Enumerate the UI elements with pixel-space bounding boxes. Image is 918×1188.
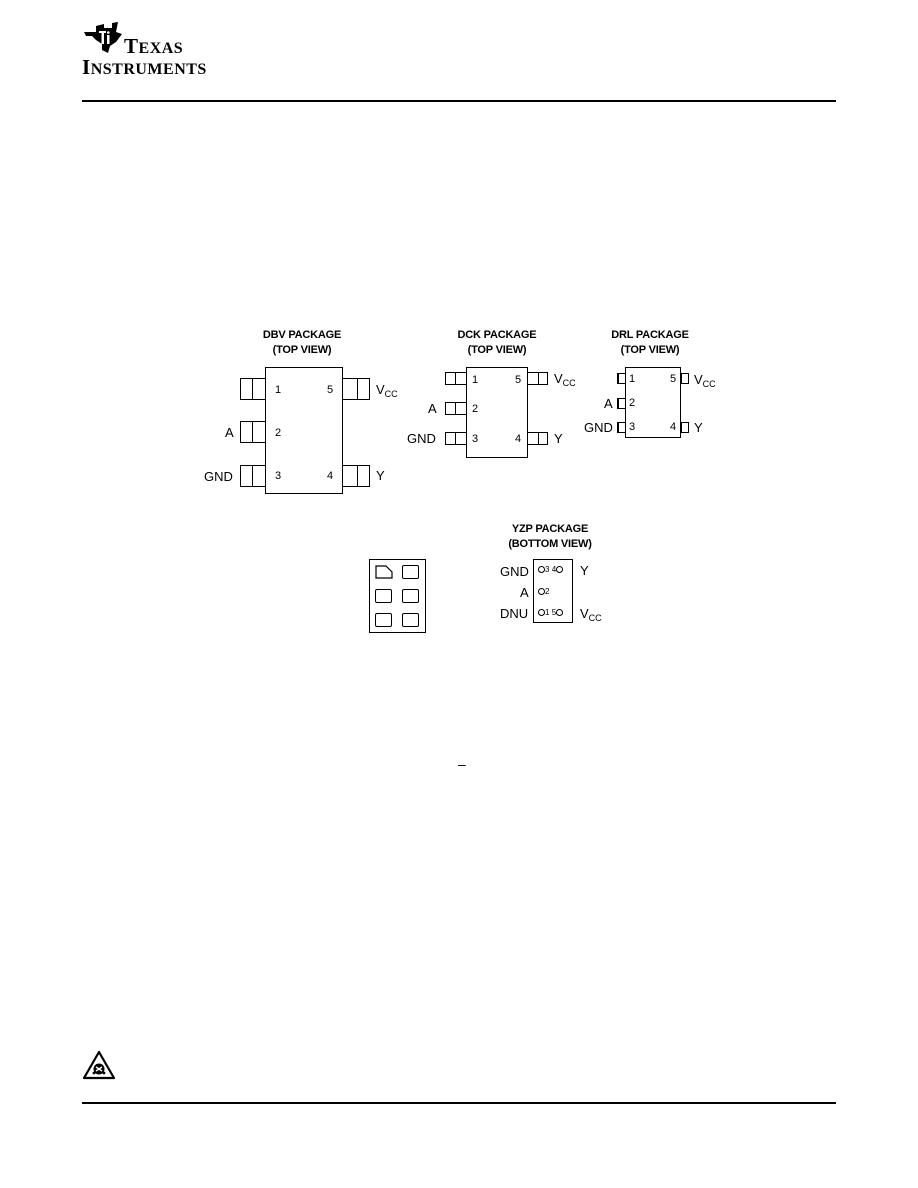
dck-signal-a: A [428,401,437,416]
yzp-ball-a1-chamfered [375,565,393,579]
drl-signal-y: Y [694,420,703,435]
dbv-pin-4: 4 [327,470,334,482]
dbv-pin-3: 3 [275,470,282,482]
yzp-ball-c2 [402,613,419,627]
dbv-lead-1 [240,378,266,400]
drl-pin-1: 1 [629,373,636,385]
yzp-balls-row-bottom: 1 5 [538,608,564,617]
drl-pin-2: 2 [629,397,636,409]
dbv-signal-a: A [225,425,234,440]
dck-pin-3: 3 [472,433,479,445]
dck-lead-3 [445,432,467,445]
dck-signal-vcc: VCC [554,371,576,389]
drl-pin-5: 5 [670,373,677,385]
drl-lead-3 [617,422,626,433]
dbv-pin-2: 2 [275,427,282,439]
ti-logo: TEXAS INSTRUMENTS [82,22,252,82]
dck-lead-2 [445,402,467,415]
drl-lead-5 [680,373,689,384]
dbv-lead-4 [342,465,370,487]
drl-lead-2 [617,398,626,409]
dck-pin-1: 1 [472,374,479,386]
dck-pin-2: 2 [472,403,479,415]
dck-lead-5 [527,372,548,385]
yzp-signal-y: Y [580,563,589,578]
dbv-body [265,367,343,494]
dbv-lead-3 [240,465,266,487]
yzp-grid-body [369,559,426,633]
drl-lead-4 [680,422,689,433]
overbar-mark: – [458,756,466,772]
dbv-pin-5: 5 [327,384,334,396]
yzp-balls-row-mid: 2 [538,587,549,596]
dck-lead-4 [527,432,548,445]
yzp-ball-b1 [375,589,392,603]
dck-pin-5: 5 [515,374,522,386]
yzp-ball-c1 [375,613,392,627]
dck-pin-4: 4 [515,433,522,445]
yzp-signal-gnd: GND [500,564,529,579]
header-rule [82,100,836,102]
yzp-ball-b2 [402,589,419,603]
dbv-signal-gnd: GND [204,469,233,484]
brand-instruments: INSTRUMENTS [82,55,207,79]
dbv-signal-vcc: VCC [376,382,398,400]
esd-warning-icon [82,1050,116,1080]
drl-pin-4: 4 [670,421,677,433]
dbv-title: DBV PACKAGE(TOP VIEW) [262,329,342,356]
drl-lead-1 [617,373,626,384]
dck-title: DCK PACKAGE(TOP VIEW) [457,329,537,356]
drl-body [625,367,681,438]
brand-texas: TEXAS [124,34,184,58]
yzp-balls-row-top: 3 4 [538,565,564,574]
ti-state-logo-icon [84,22,122,53]
yzp-ball-a2 [402,565,419,579]
drl-pin-3: 3 [629,421,636,433]
yzp-signal-vcc: VCC [580,606,602,624]
dck-signal-y: Y [554,431,563,446]
dbv-lead-2 [240,421,266,443]
yzp-signal-dnu: DNU [500,606,529,621]
yzp-signal-a: A [520,585,529,600]
drl-title: DRL PACKAGE(TOP VIEW) [611,329,689,356]
dbv-lead-5 [342,378,370,400]
drl-signal-gnd: GND [584,420,613,435]
dbv-signal-y: Y [376,468,385,483]
yzp-title: YZP PACKAGE(BOTTOM VIEW) [508,523,592,550]
dck-lead-1 [445,372,467,385]
dck-signal-gnd: GND [407,431,436,446]
drl-signal-a: A [604,396,613,411]
footer-rule [82,1102,836,1104]
dbv-pin-1: 1 [275,384,282,396]
drl-signal-vcc: VCC [694,372,716,390]
